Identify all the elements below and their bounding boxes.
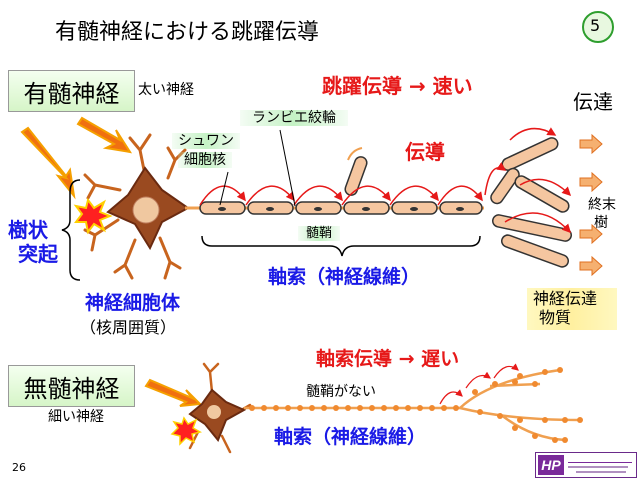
axon-dot xyxy=(497,413,503,419)
axon-dot xyxy=(512,379,518,385)
axon-dot xyxy=(492,381,498,387)
transmitter-box: 神経伝達 物質 xyxy=(527,288,617,330)
axon-dot xyxy=(472,389,478,395)
axon-dot xyxy=(453,405,459,411)
axon-dot xyxy=(273,405,279,411)
axon-dot xyxy=(517,417,523,423)
axon-dot xyxy=(429,405,435,411)
transmission-label: 伝達 xyxy=(573,90,613,114)
axon-dot xyxy=(261,405,267,411)
output-arrows xyxy=(579,133,603,277)
spark-icon xyxy=(73,197,113,235)
no-myelin-label: 髄鞘がない xyxy=(306,384,376,400)
saltatory-fast-label: 跳躍伝導 → 速い xyxy=(322,74,473,98)
unmyelinated-label: 無髄神経 xyxy=(8,365,135,407)
soma-label: 神経細胞体 xyxy=(85,292,181,314)
dendrite-label-1: 樹状 xyxy=(8,218,48,242)
terminal-label-2: 樹 xyxy=(594,215,608,231)
axon-dot xyxy=(357,405,363,411)
axon-dot xyxy=(285,405,291,411)
transmitter-label-2: 物質 xyxy=(539,308,572,327)
perikaryon-label: （核周囲質） xyxy=(80,318,177,337)
ranvier-label: ランビエ絞輪 xyxy=(240,110,348,126)
nucleus xyxy=(132,196,160,224)
axon-dot xyxy=(512,425,518,431)
axon-dot xyxy=(562,417,568,423)
schwann-nuclei xyxy=(218,207,464,211)
axon-dot xyxy=(532,433,538,439)
axon-dot xyxy=(552,437,558,443)
schwann-label-2: 細胞核 xyxy=(178,152,232,168)
ranvier-pointer xyxy=(279,129,296,207)
axon-dot xyxy=(562,437,568,443)
axon-dot xyxy=(381,405,387,411)
slide-badge: 5 xyxy=(590,16,601,35)
terminal-label-1: 終末 xyxy=(588,197,616,213)
axon-dot xyxy=(532,381,538,387)
myelin-label: 髄鞘 xyxy=(298,226,341,241)
transmitter-label-1: 神経伝達 xyxy=(533,289,598,308)
dendrites xyxy=(83,133,187,280)
axon-dot xyxy=(321,405,327,411)
axon-dot xyxy=(297,405,303,411)
schwann-label-1: シュワン xyxy=(172,133,240,149)
axon-dot xyxy=(542,417,548,423)
axon-dot xyxy=(542,369,548,375)
saltatory-arcs xyxy=(199,185,483,206)
axon-dot xyxy=(333,405,339,411)
axon-dot xyxy=(393,405,399,411)
terminal-branches xyxy=(490,137,573,268)
small-nucleus xyxy=(207,405,221,419)
axon-dot xyxy=(417,405,423,411)
small-spark-icon xyxy=(170,416,202,446)
axon-dot xyxy=(441,405,447,411)
terminal-arcs xyxy=(484,127,572,234)
schwann-pointer xyxy=(219,171,229,206)
axon-dot xyxy=(369,405,375,411)
axon-dot xyxy=(249,405,255,411)
axon-dot xyxy=(517,373,523,379)
slide-badge-circle xyxy=(582,11,614,43)
axon-dot xyxy=(557,367,563,373)
myelinated-label: 有髄神経 xyxy=(8,70,135,112)
axon-label: 軸索（神経線維） xyxy=(268,266,421,288)
page-number: 26 xyxy=(12,461,26,474)
axon-dot xyxy=(345,405,351,411)
axonal-slow-label: 軸索伝導 → 遅い xyxy=(316,348,460,370)
unmyelinated-axon-label: 軸索（神経線維） xyxy=(274,426,427,448)
myelin-segments xyxy=(199,156,483,215)
axon-dot xyxy=(309,405,315,411)
conduction-label: 伝導 xyxy=(405,140,445,164)
dendrite-label-2: 突起 xyxy=(18,242,58,266)
thick-nerve-label: 太い神経 xyxy=(138,82,194,98)
axon-dots xyxy=(249,367,583,443)
thin-nerve-label: 細い神経 xyxy=(48,409,104,425)
axon-dot xyxy=(577,417,583,423)
axon-brace xyxy=(201,235,481,257)
axon-dot xyxy=(405,405,411,411)
axon-dot xyxy=(477,409,483,415)
dendrite-brace xyxy=(61,179,81,281)
unmyelinated-arcs xyxy=(439,363,519,405)
publisher-logo: HP xyxy=(535,452,637,478)
page-title: 有髄神経における跳躍伝導 xyxy=(55,20,320,45)
